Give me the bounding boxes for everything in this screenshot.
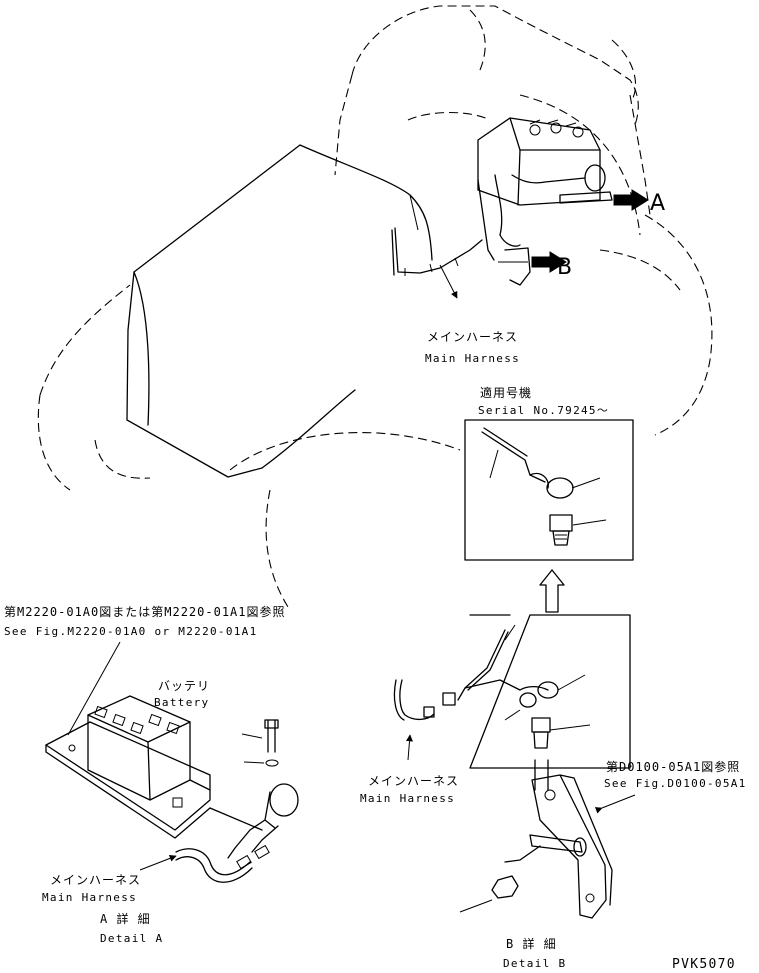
detail-b-box [423,614,631,769]
machine-outline [37,5,713,611]
detail-a-jp: A 詳 細 [100,911,151,926]
detail-b-en: Detail B [503,957,566,970]
arrow-b-label: B [557,255,572,280]
battery-jp: バッテリ [158,679,210,693]
main-harness-top-jp: メインハーネス [427,330,518,344]
ref-b-en: See Fig.D0100-05A1 [604,777,747,790]
battery-en: Battery [154,696,209,709]
ref-b-jp: 第D0100-05A1図参照 [606,759,740,774]
main-harness-b-jp: メインハーネス [368,774,459,788]
battery-switch-detail [209,719,299,859]
view-arrow-a [613,189,649,211]
serial-variant-box: 適用号機 Serial No.79245～ [464,385,634,561]
main-harness-b: メインハーネス Main Harness [360,679,459,805]
ref-top-jp: 第M2220-01A0図または第M2220-01A1図参照 [4,604,286,619]
variant-arrow [539,569,565,613]
main-harness-a-jp: メインハーネス [50,873,141,887]
main-harness-route [391,227,483,299]
detail-b-jp: B 詳 細 [506,936,557,951]
ref-top-leader [67,641,121,736]
main-harness-a-en: Main Harness [42,891,137,904]
serial-en: Serial No.79245～ [478,404,609,417]
ref-top-en: See Fig.M2220-01A0 or M2220-01A1 [4,625,258,638]
drawing-code: PVK5070 [672,957,736,972]
view-arrow-b [531,251,567,273]
main-harness-a [139,844,270,883]
detail-a-en: Detail A [100,932,163,945]
serial-jp: 適用号機 [480,385,532,400]
battery-compartment [477,117,613,286]
arrow-a-label: A [650,191,665,216]
bracket-assembly [459,759,636,919]
main-harness-top-en: Main Harness [425,352,520,365]
main-harness-b-en: Main Harness [360,792,455,805]
battery-detail [45,695,211,839]
cab-outline [126,144,433,478]
